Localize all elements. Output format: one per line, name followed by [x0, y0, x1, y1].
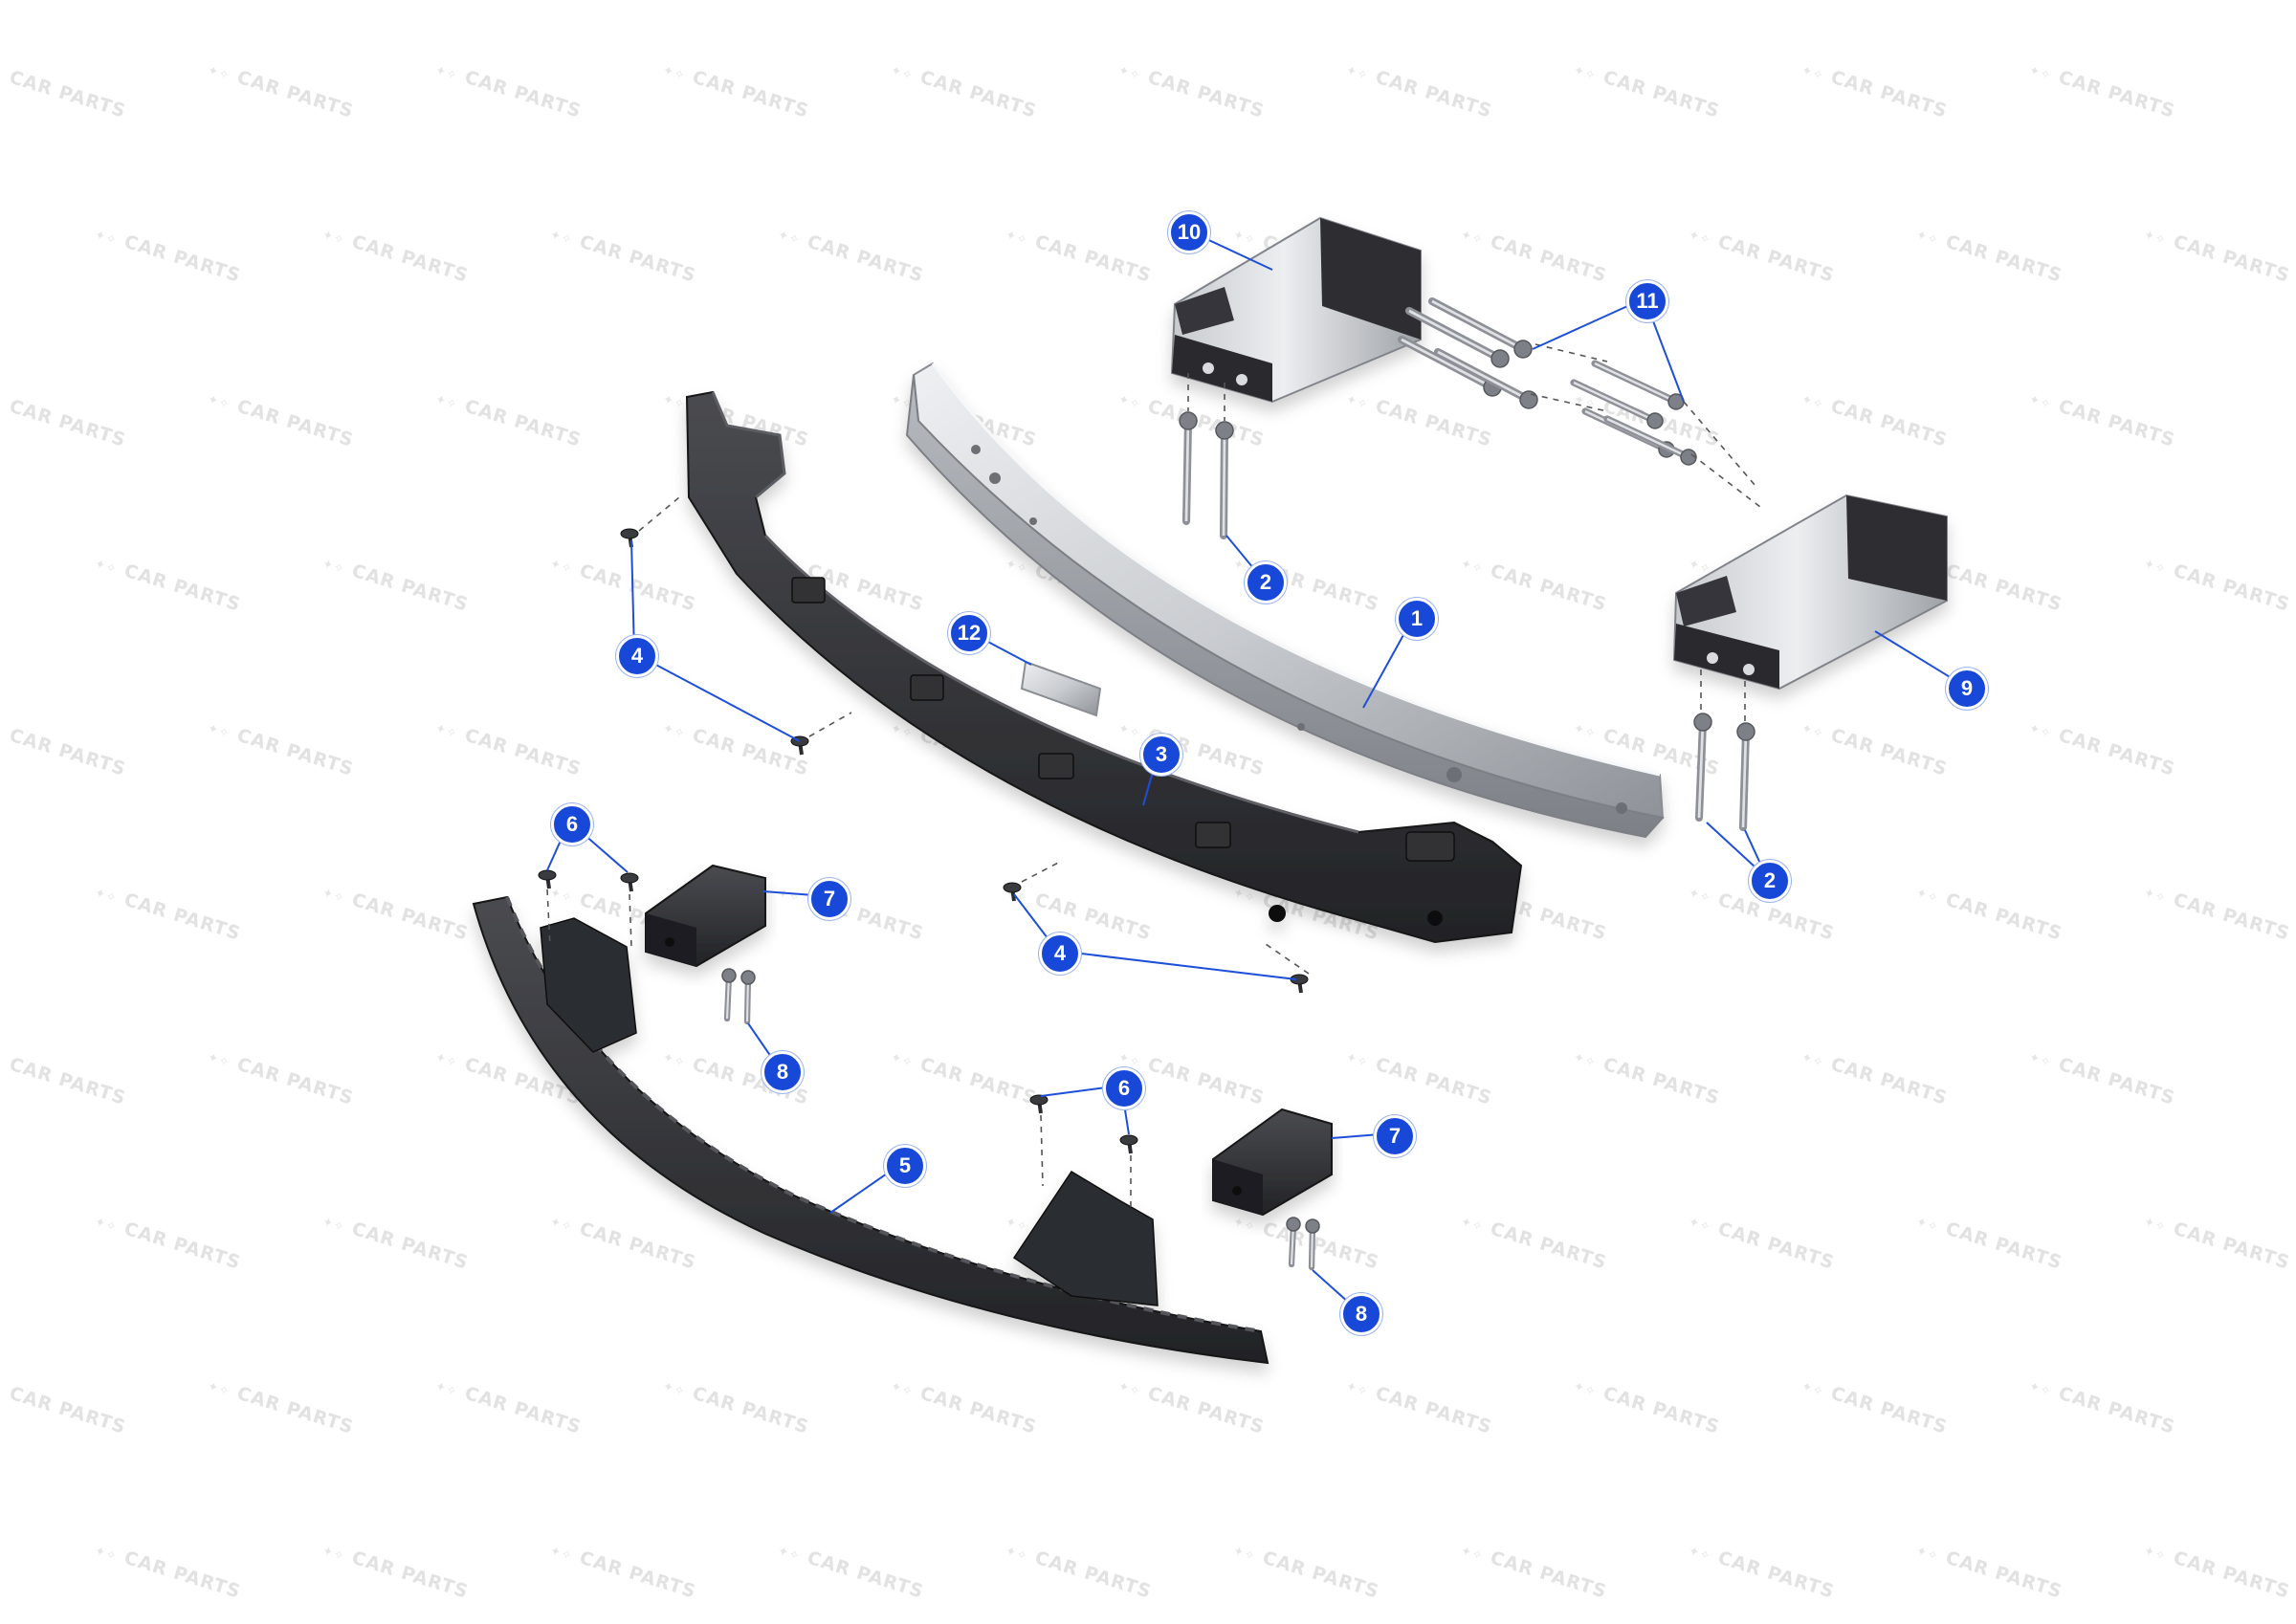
callout-6a: 6	[551, 803, 593, 845]
callout-7b: 7	[1374, 1115, 1416, 1157]
assembly-guide-line	[546, 889, 551, 948]
support-screw	[620, 872, 639, 892]
callout-7a: 7	[808, 878, 850, 920]
lower-bumper-support	[472, 895, 1269, 1365]
leader-line	[633, 652, 801, 742]
crash-box-long-bolt	[1427, 296, 1533, 359]
callout-10: 10	[1168, 211, 1210, 253]
crash-box-left	[1170, 216, 1422, 404]
energy-absorber-upper	[685, 390, 1523, 944]
callout-12: 12	[948, 612, 990, 654]
leader-line	[1532, 297, 1645, 350]
callout-2a: 2	[1245, 561, 1287, 604]
callout-2b: 2	[1749, 860, 1791, 902]
reinforcement-plate	[1020, 660, 1102, 717]
crash-box-bolt	[1693, 713, 1712, 823]
absorber-screw	[1290, 974, 1309, 994]
assembly-guide-line	[638, 496, 680, 532]
support-screw	[538, 869, 557, 889]
callout-4b: 4	[1039, 933, 1081, 975]
assembly-guide-line	[1534, 343, 1608, 362]
crash-box-bolt	[1215, 421, 1234, 540]
crash-box-long-bolt	[1591, 360, 1685, 410]
mounting-block	[645, 864, 766, 968]
assembly-guide-line	[1690, 453, 1761, 508]
mounting-block	[1212, 1108, 1333, 1217]
crash-box-bolt	[1736, 722, 1755, 832]
callout-6b: 6	[1103, 1067, 1145, 1109]
crash-box-long-bolt	[1404, 306, 1510, 368]
absorber-screw	[790, 735, 809, 756]
support-screw	[1119, 1134, 1138, 1154]
block-bolt	[1286, 1217, 1301, 1268]
assembly-guide-line	[1040, 1114, 1044, 1187]
callout-8b: 8	[1340, 1293, 1382, 1335]
callout-3: 3	[1140, 734, 1182, 776]
assembly-guide-line	[1262, 941, 1310, 975]
assembly-guide-line	[1683, 401, 1756, 487]
absorber-screw	[1003, 882, 1022, 902]
block-bolt	[1305, 1218, 1320, 1271]
callout-5: 5	[884, 1145, 926, 1187]
leader-line	[1056, 950, 1297, 980]
absorber-screw	[620, 528, 639, 548]
fastener-group	[538, 296, 1755, 1271]
crash-box-long-bolt	[1433, 347, 1538, 409]
assembly-guide-line	[808, 712, 852, 737]
leader-line	[630, 539, 635, 654]
crash-box-right	[1672, 494, 1948, 691]
callout-4a: 4	[616, 635, 658, 677]
assembly-guide-line	[629, 893, 632, 948]
callout-1: 1	[1396, 598, 1438, 640]
callout-8a: 8	[762, 1051, 804, 1093]
callout-11: 11	[1626, 280, 1668, 322]
crash-box-bolt	[1179, 411, 1198, 526]
callout-9: 9	[1946, 668, 1988, 710]
crash-box-long-bolt	[1570, 379, 1664, 429]
crash-box-long-bolt	[1397, 335, 1502, 397]
assembly-guide-line	[1530, 393, 1608, 412]
assembly-guide-line	[1021, 860, 1063, 883]
bumper-reinforcement-bar	[905, 362, 1665, 839]
block-bolt	[721, 968, 737, 1022]
support-screw	[1029, 1094, 1049, 1114]
block-bolt	[740, 970, 756, 1025]
